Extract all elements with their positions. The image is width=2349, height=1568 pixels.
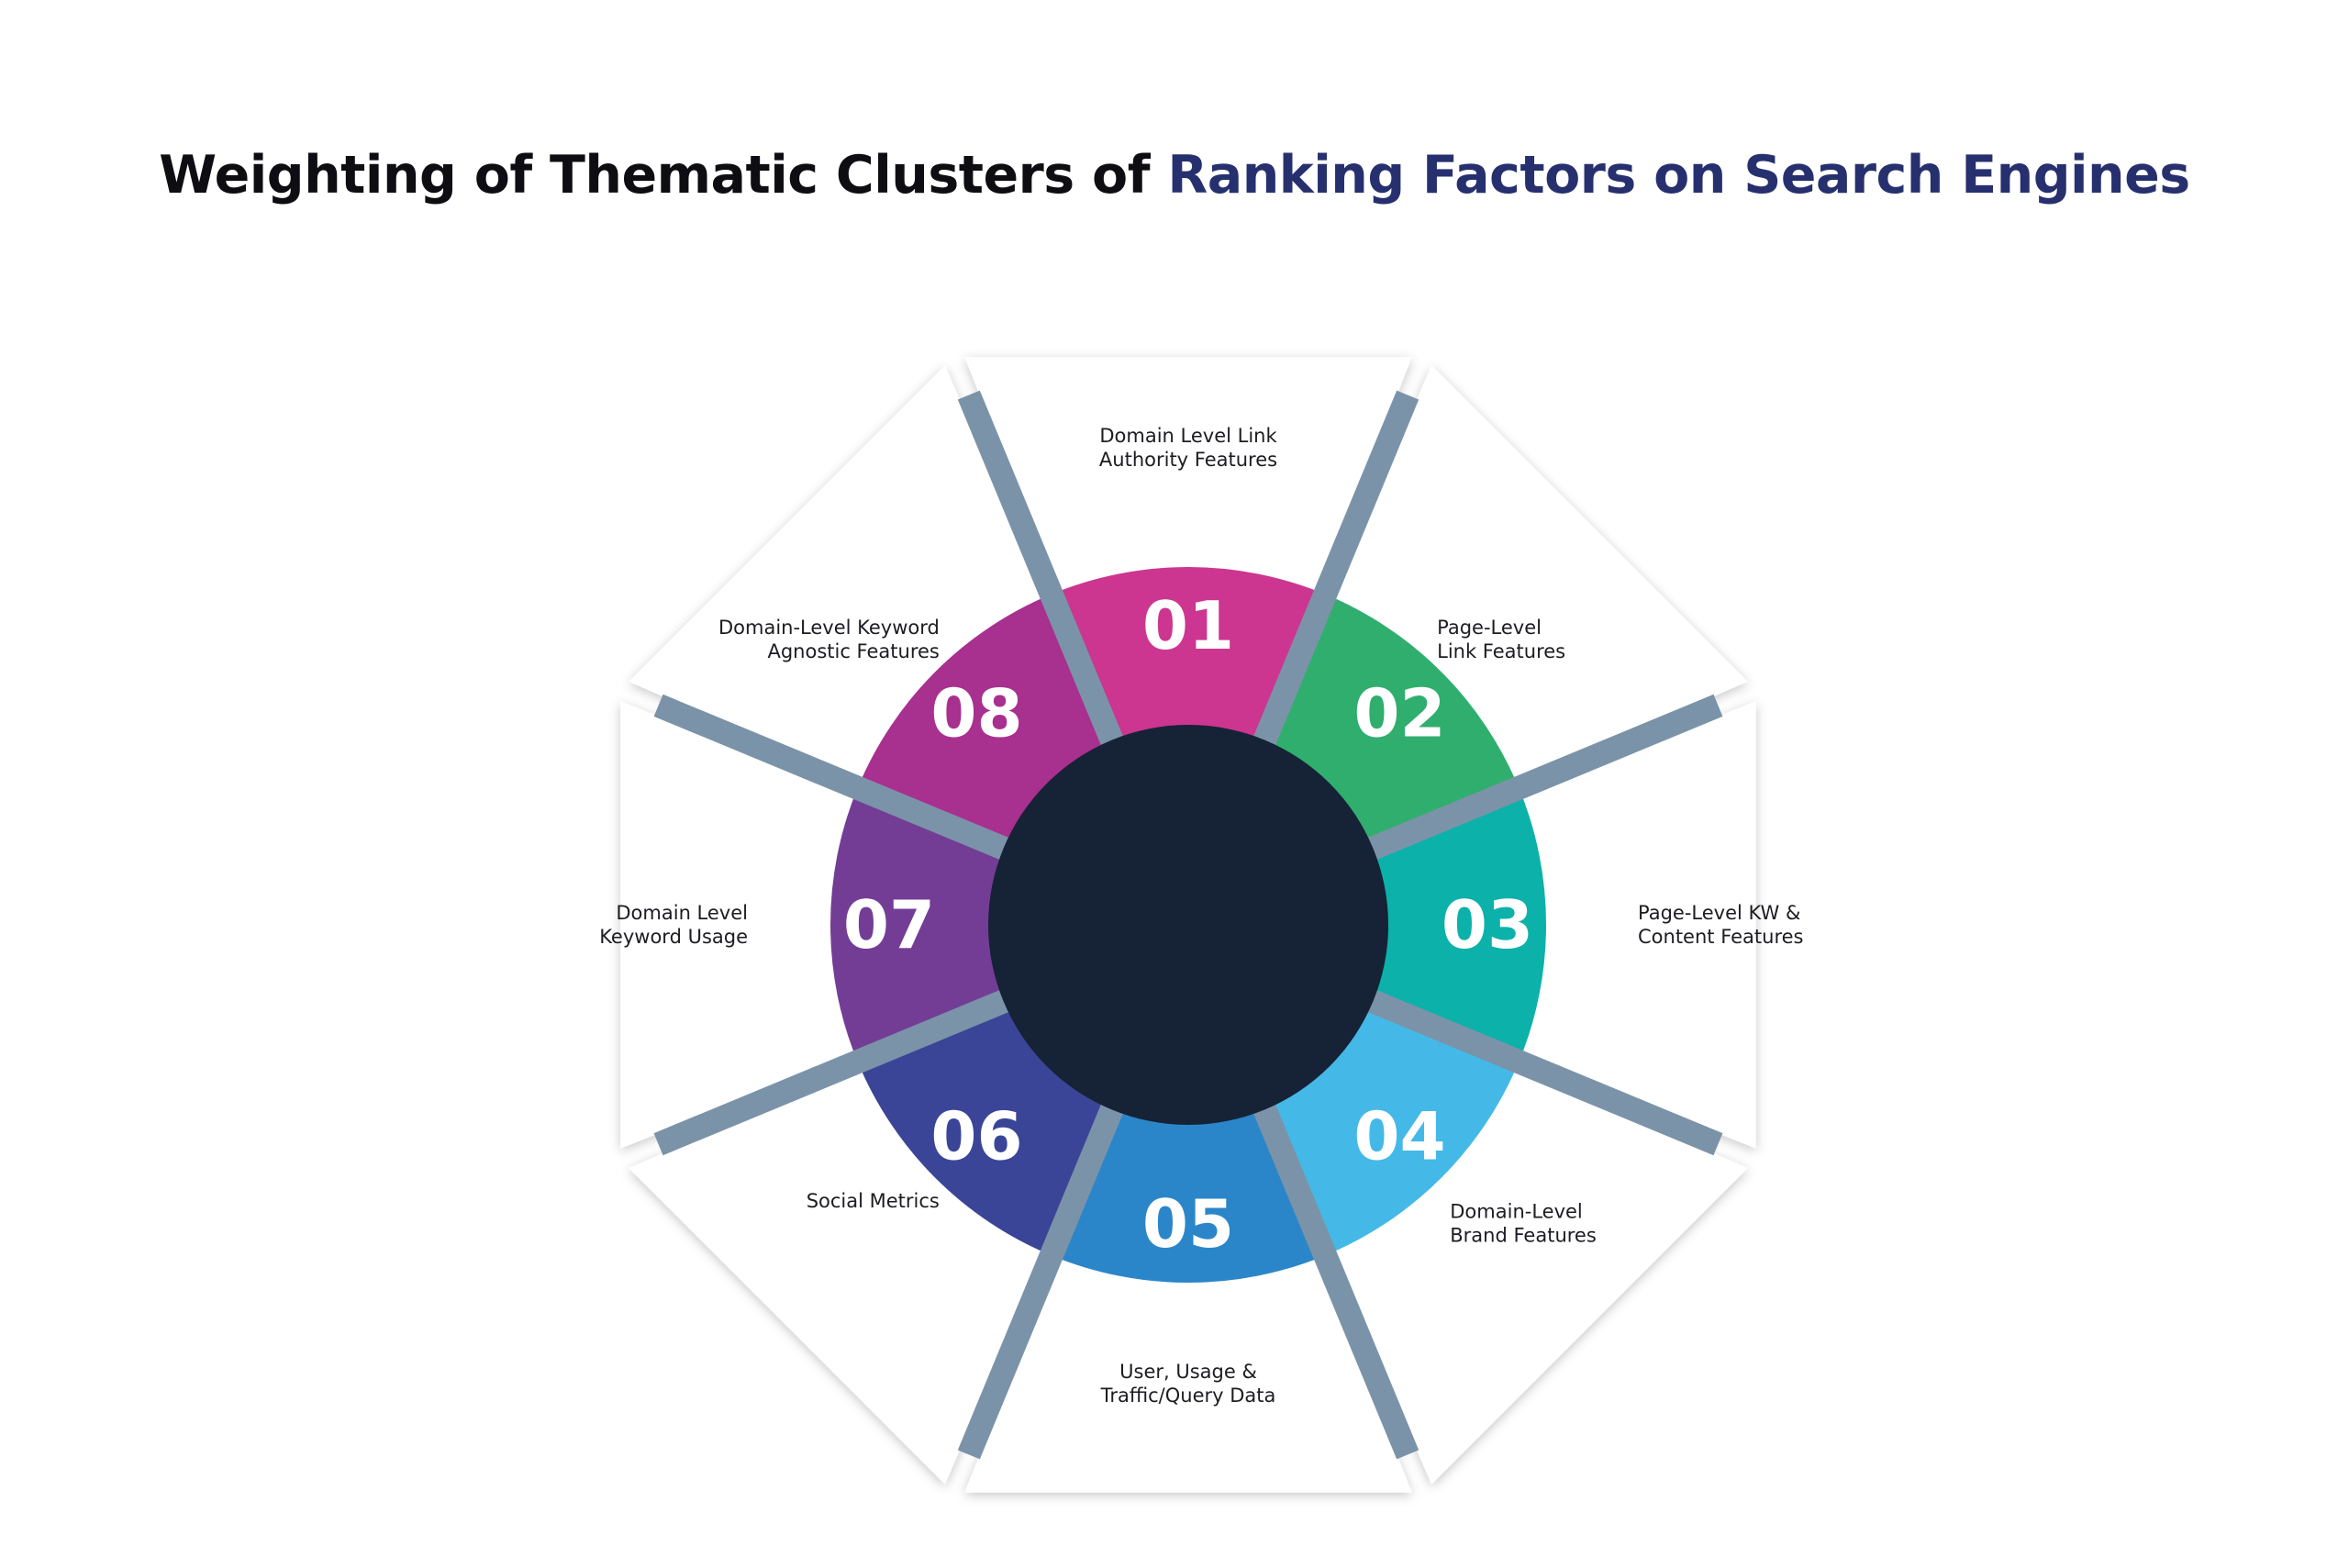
segment-label-line: Authority Features — [1099, 449, 1277, 471]
segment-label-line: Content Features — [1638, 926, 1804, 948]
divider-bar — [1351, 694, 1723, 867]
segment-label-line: User, Usage & — [1119, 1361, 1257, 1383]
segment-label-05: User, Usage &Traffic/Query Data — [1100, 1361, 1276, 1407]
segment-label-line: Domain-Level — [1450, 1200, 1583, 1222]
segment-label-line: Domain-Level Keyword — [718, 617, 940, 639]
segment-label-03: Page-Level KW &Content Features — [1638, 902, 1804, 948]
page-title: Weighting of Thematic Clusters of Rankin… — [0, 145, 2349, 206]
segment-label-line: Page-Level — [1437, 617, 1542, 639]
divider-bar — [653, 983, 1026, 1156]
segment-number-02: 02 — [1353, 674, 1445, 751]
divider-bar — [653, 694, 1026, 867]
divider-bar — [957, 390, 1130, 762]
segment-number-07: 07 — [843, 886, 935, 963]
divider-bar — [1351, 983, 1723, 1156]
title-highlight: Ranking Factors on Search Engines — [1167, 145, 2190, 206]
divider-bar — [1246, 1087, 1419, 1460]
segment-label-line: Keyword Usage — [599, 926, 748, 948]
segment-number-06: 06 — [930, 1098, 1022, 1175]
segment-label-line: Page-Level KW & — [1638, 902, 1800, 924]
segment-numbers: 01 02 03 04 05 06 07 08 — [843, 587, 1533, 1262]
segment-number-08: 08 — [930, 674, 1022, 751]
segment-number-01: 01 — [1142, 587, 1234, 664]
center-hub — [988, 725, 1388, 1125]
segment-label-line: Social Metrics — [807, 1190, 940, 1212]
segment-label-line: Brand Features — [1450, 1224, 1597, 1246]
segment-label-line: Link Features — [1437, 640, 1565, 662]
segment-label-06: Social Metrics — [807, 1190, 940, 1212]
segment-dividers — [653, 390, 1723, 1460]
segment-label-line: Traffic/Query Data — [1100, 1385, 1276, 1407]
title-prefix: Weighting of Thematic Clusters of — [159, 145, 1151, 206]
segment-number-05: 05 — [1142, 1185, 1234, 1262]
segment-number-04: 04 — [1353, 1098, 1445, 1175]
segment-label-line: Agnostic Features — [767, 640, 939, 662]
segment-label-line: Domain Level Link — [1099, 425, 1277, 447]
divider-bar — [957, 1087, 1130, 1460]
divider-bar — [1246, 390, 1419, 762]
segment-label-line: Domain Level — [616, 902, 748, 924]
segment-number-03: 03 — [1442, 886, 1533, 963]
